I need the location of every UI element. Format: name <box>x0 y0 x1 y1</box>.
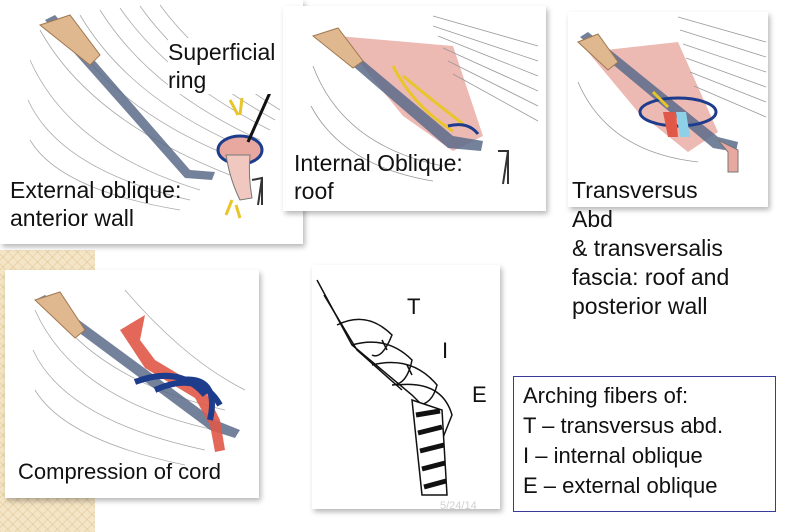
transversus-label-line-5: posterior wall <box>572 293 708 319</box>
tie-letter-i: I <box>442 338 449 363</box>
legend-line-i: I – internal oblique <box>523 443 703 468</box>
internal-oblique-label: Internal Oblique: roof <box>294 149 463 205</box>
pointer-arrow <box>246 87 274 143</box>
transversus-label-line-2: Abd <box>572 206 613 232</box>
tie-letter-e: E <box>472 382 487 407</box>
transversus-label-line-1: Transversus <box>572 177 698 203</box>
superficial-ring-label-line-2: ring <box>168 67 207 93</box>
external-oblique-label-line-1: External oblique: <box>10 177 182 203</box>
legend-line-t: T – transversus abd. <box>523 413 724 438</box>
arching-fibers-legend: Arching fibers of: T – transversus abd. … <box>513 376 776 512</box>
legend-line-title: Arching fibers of: <box>523 383 689 408</box>
tie-diagram-illustration <box>316 279 453 496</box>
legend-line-e: E – external oblique <box>523 473 718 498</box>
transversus-label: Transversus Abd & transversalis fascia: … <box>572 176 729 321</box>
panel-compression: Compression of cord <box>5 270 259 498</box>
internal-oblique-label-line-2: roof <box>294 178 334 204</box>
superficial-ring-label: Superficial ring <box>168 38 276 94</box>
internal-oblique-label-line-1: Internal Oblique: <box>294 150 463 176</box>
panel-transversus <box>568 12 768 207</box>
transversus-label-line-4: fascia: roof and <box>572 264 730 290</box>
external-oblique-illustration <box>27 4 281 219</box>
internal-oblique-illustration <box>310 15 539 185</box>
external-oblique-label-line-2: anterior wall <box>10 205 134 231</box>
panel-external-oblique: External oblique: anterior wall Superfic… <box>0 0 303 244</box>
compression-illustration <box>32 289 246 466</box>
panel-internal-oblique: Internal Oblique: roof <box>283 6 546 211</box>
compression-label: Compression of cord <box>18 459 221 484</box>
transversus-label-line-3: & transversalis <box>572 235 723 261</box>
panel-tie-diagram: T I E <box>312 265 500 509</box>
external-oblique-label: External oblique: anterior wall <box>10 176 181 232</box>
superficial-ring-label-line-1: Superficial <box>168 39 276 65</box>
tie-letter-t: T <box>407 294 421 319</box>
transversus-illustration <box>577 16 767 173</box>
footer-date: 5/24/14 <box>440 500 477 512</box>
